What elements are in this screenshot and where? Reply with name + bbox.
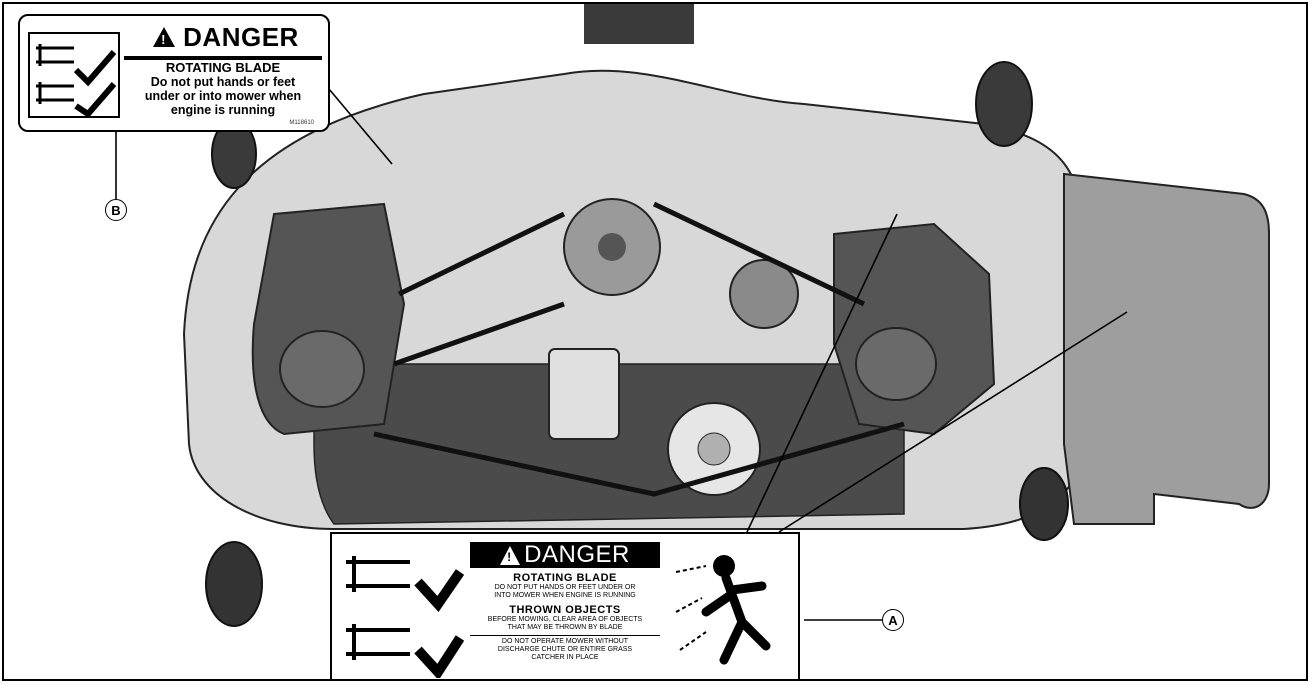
right-spindle-cover — [833, 222, 996, 436]
chute-warning: DO NOT OPERATE MOWER WITHOUT DISCHARGE C… — [470, 635, 660, 662]
deck-skirt — [313, 363, 905, 525]
danger-decal-b: DANGER ROTATING BLADE Do not put hands o… — [18, 14, 330, 132]
right-dome — [855, 327, 937, 401]
divider — [124, 56, 322, 60]
decal-text: Do not put hands or feet under or into m… — [144, 75, 302, 117]
thrown-object-pictogram — [666, 542, 792, 678]
idler-pulley — [729, 259, 799, 329]
mower-deck-illustration — [115, 4, 1270, 627]
decal-title: ROTATING BLADE — [165, 60, 281, 75]
part-number: M118610 — [289, 120, 314, 126]
leader-a-1 — [746, 213, 898, 533]
title-rotating-blade: ROTATING BLADE — [513, 572, 617, 584]
decal-text-panel: DANGER ROTATING BLADE DO NOT PUT HANDS O… — [470, 541, 660, 678]
danger-header: DANGER — [470, 541, 660, 568]
danger-decal-a: DANGER ROTATING BLADE DO NOT PUT HANDS O… — [330, 532, 800, 679]
leader-b-deck — [328, 88, 393, 165]
callout-a: A — [882, 609, 904, 631]
warning-icon — [500, 545, 521, 565]
danger-label: DANGER — [524, 541, 630, 568]
left-dome — [279, 330, 365, 408]
blade-pictogram — [340, 542, 465, 679]
hand-foot-pictogram — [28, 32, 120, 118]
wheel-front-left — [205, 541, 263, 627]
callout-b: B — [105, 199, 127, 221]
title-thrown-objects: THROWN OBJECTS — [509, 604, 621, 616]
wheel-front-right — [1019, 467, 1069, 541]
drive-belt — [373, 201, 905, 497]
discharge-chute — [1063, 172, 1270, 525]
warning-icon — [153, 27, 176, 47]
wheel-rear-right — [975, 61, 1033, 147]
leader-a-2 — [778, 311, 1128, 533]
danger-header: DANGER — [130, 20, 322, 54]
hitch-bracket — [584, 4, 694, 44]
danger-label: DANGER — [183, 21, 299, 52]
gearbox — [548, 348, 620, 440]
